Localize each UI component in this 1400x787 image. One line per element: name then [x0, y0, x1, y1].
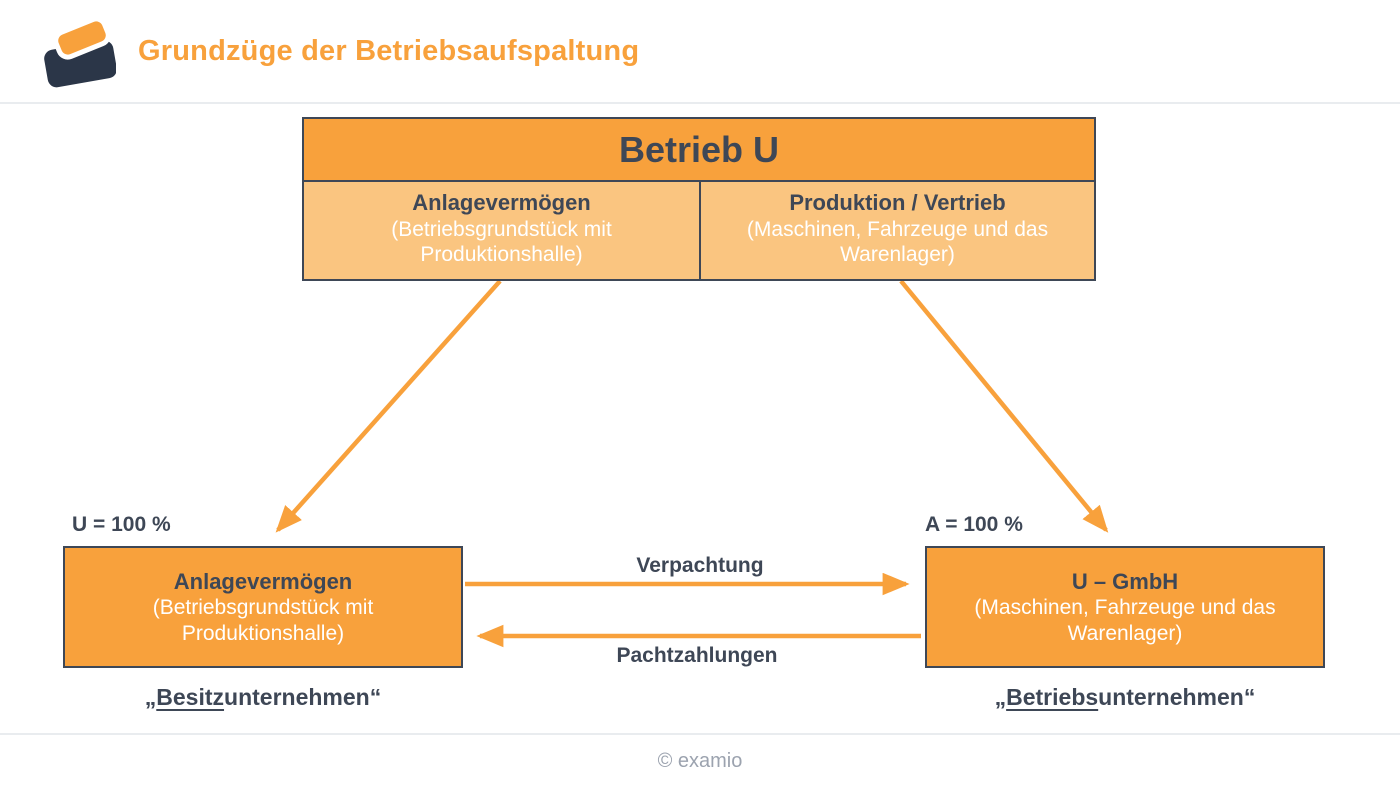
besitzunternehmen-box-title: Anlagevermögen — [173, 568, 353, 594]
caption-rest: unternehmen“ — [224, 684, 382, 710]
betriebsunternehmen-box-subtitle: (Maschinen, Fahrzeuge und das Warenlager… — [974, 596, 1276, 645]
besitzunternehmen-box-subtitle: (Betriebsgrundstück mit Produktionshalle… — [152, 596, 374, 645]
caption-open-quote: „ — [144, 684, 157, 710]
betrieb-u-box: Betrieb U Anlagevermögen (Betriebsgrunds… — [302, 117, 1096, 281]
verpachtung-label: Verpachtung — [636, 554, 764, 577]
anlagevermoegen-cell-title: Anlagevermögen — [412, 190, 591, 215]
arrow-topbox-to-betriebs — [899, 279, 1109, 533]
betriebsunternehmen-caption: „Betriebsunternehmen“ — [925, 684, 1325, 711]
page-title: Grundzüge der Betriebsaufspaltung — [138, 34, 640, 67]
produktion-vertrieb-cell: Produktion / Vertrieb (Maschinen, Fahrze… — [699, 182, 1094, 279]
pachtzahlungen-label: Pachtzahlungen — [616, 644, 778, 667]
examio-logo — [44, 11, 116, 91]
produktion-vertrieb-cell-subtitle: (Maschinen, Fahrzeuge und das Warenlager… — [746, 217, 1049, 267]
produktion-vertrieb-cell-title: Produktion / Vertrieb — [789, 190, 1006, 215]
owner-label-left: U = 100 % — [72, 513, 171, 536]
examio-logo-icon — [44, 16, 116, 88]
anlagevermoegen-cell-subtitle: (Betriebsgrundstück mit Produktionshalle… — [391, 217, 612, 267]
besitzunternehmen-caption: „Besitzunternehmen“ — [63, 684, 463, 711]
anlagevermoegen-cell: Anlagevermögen (Betriebsgrundstück mit P… — [304, 182, 699, 279]
owner-label-right: A = 100 % — [925, 513, 1023, 536]
caption-rest: unternehmen“ — [1098, 684, 1256, 710]
copyright-text: © examio — [657, 749, 743, 772]
besitzunternehmen-box: Anlagevermögen (Betriebsgrundstück mit P… — [63, 546, 463, 668]
footer: © examio — [0, 733, 1400, 787]
caption-underlined-part: Betriebs — [1006, 684, 1099, 710]
betrieb-u-title: Betrieb U — [304, 119, 1094, 182]
header: Grundzüge der Betriebsaufspaltung — [0, 0, 1400, 104]
betrieb-u-cells: Anlagevermögen (Betriebsgrundstück mit P… — [304, 182, 1094, 279]
caption-open-quote: „ — [994, 684, 1007, 710]
arrow-topbox-to-besitz — [275, 279, 502, 533]
betriebsunternehmen-box: U – GmbH (Maschinen, Fahrzeuge und das W… — [925, 546, 1325, 668]
caption-underlined-part: Besitz — [156, 684, 225, 710]
betriebsunternehmen-box-title: U – GmbH — [1071, 568, 1179, 594]
